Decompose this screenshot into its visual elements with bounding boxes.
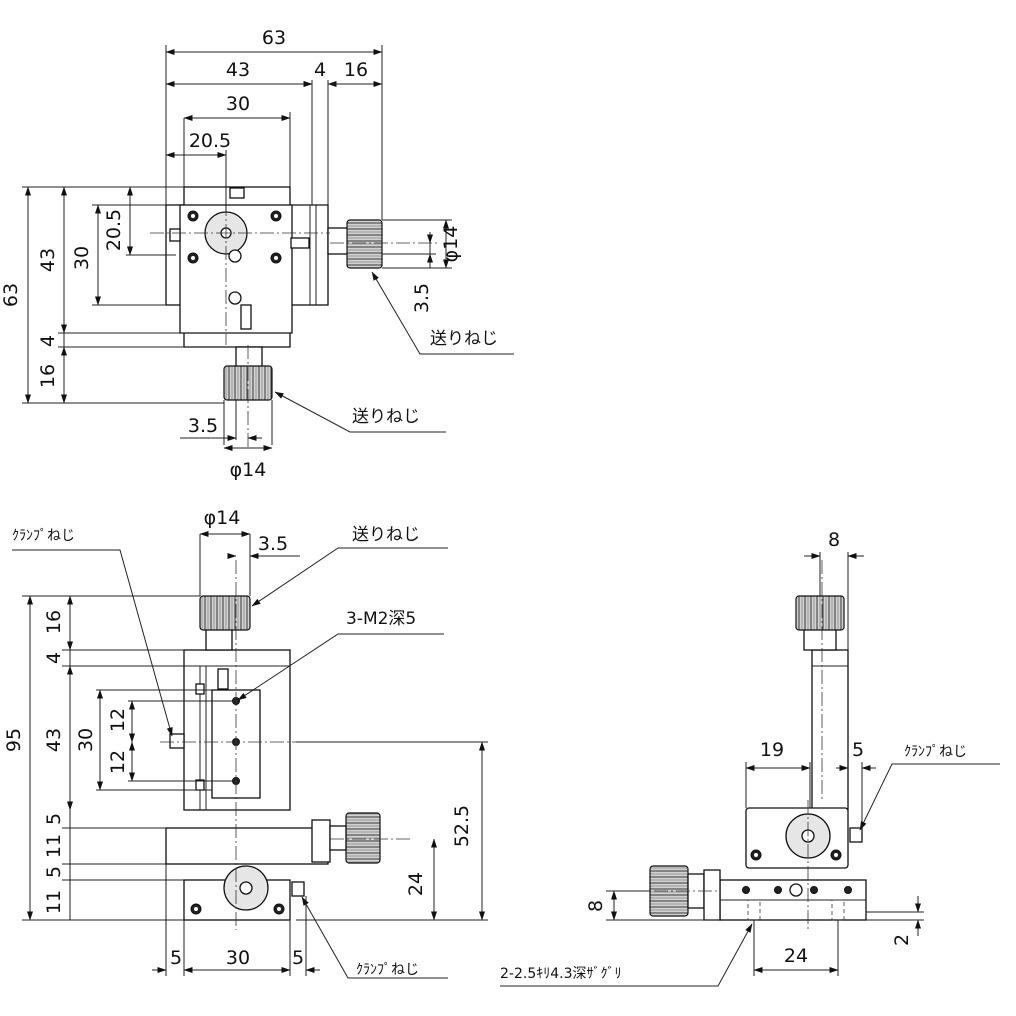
- front-dim-95: 95: [3, 728, 25, 752]
- side-label-clamp: ｸﾗﾝﾌﾟねじ: [904, 744, 967, 760]
- front-clamp-screw-bottom: [291, 881, 305, 897]
- top-right-knob-shaft: [327, 227, 349, 255]
- side-dim-8-top: 8: [828, 529, 840, 551]
- side-view: 8 19 5 ｸﾗﾝﾌﾟねじ 8 2 24 2-2.5ｷﾘ4.3深ｻﾞｸﾞﾘ: [500, 529, 1000, 987]
- top-dim-h16: 16: [37, 364, 59, 388]
- top-dim-30: 30: [226, 93, 250, 115]
- top-dim-knob-offset-bottom: 3.5: [188, 415, 218, 437]
- top-view: 63 43 4 16 30 20.5 63 43 4 16 30: [0, 27, 514, 481]
- top-dim-h4: 4: [37, 335, 59, 347]
- side-dim-5: 5: [852, 739, 864, 761]
- front-label-clamp-bottom: ｸﾗﾝﾌﾟねじ: [356, 962, 419, 978]
- front-dim-knob-offset: 3.5: [258, 533, 288, 555]
- front-dim-12b: 12: [107, 750, 129, 774]
- front-lower-slide: [311, 819, 331, 863]
- front-dim-5a: 5: [43, 813, 65, 825]
- side-dim-24: 24: [784, 945, 808, 967]
- front-dim-11a: 11: [43, 834, 65, 858]
- front-dim-11b: 11: [43, 890, 65, 914]
- side-dim-19: 19: [760, 739, 784, 761]
- top-label-feed-screw-bottom: 送りねじ: [352, 407, 420, 427]
- front-dim-24: 24: [405, 872, 427, 896]
- top-dim-h20-5: 20.5: [103, 209, 125, 251]
- front-right-knob: [345, 812, 381, 864]
- top-dim-43: 43: [226, 59, 250, 81]
- front-dim-knob-diameter: φ14: [204, 507, 241, 529]
- front-dim-4: 4: [43, 652, 65, 664]
- front-label-tapped-holes: 3-M2深5: [346, 609, 416, 629]
- side-top-knob: [795, 595, 845, 631]
- front-view: φ14 3.5 送りねじ 3-M2深5 ｸﾗﾝﾌﾟねじ ｸﾗﾝﾌﾟねじ 95 1…: [3, 507, 488, 979]
- front-dim-43: 43: [43, 728, 65, 752]
- top-dim-16: 16: [344, 59, 368, 81]
- front-label-clamp-top: ｸﾗﾝﾌﾟねじ: [12, 528, 75, 544]
- front-clamp-screw-left: [169, 733, 185, 749]
- top-label-feed-screw-right: 送りねじ: [430, 329, 498, 349]
- top-dim-knob-diameter: φ14: [440, 226, 462, 263]
- top-dim-h43: 43: [37, 248, 59, 272]
- top-dim-h63: 63: [0, 283, 22, 307]
- front-dim-5b: 5: [43, 866, 65, 878]
- side-top-knob-shaft: [803, 627, 837, 651]
- top-dim-20-5: 20.5: [189, 130, 231, 152]
- front-top-knob: [199, 595, 251, 631]
- side-clamp-screw: [849, 827, 863, 843]
- side-base-holes: [742, 883, 852, 897]
- top-dim-knob-diameter-bottom: φ14: [230, 459, 267, 481]
- front-dim-12a: 12: [107, 708, 129, 732]
- top-right-knob: [346, 219, 383, 269]
- side-dim-2: 2: [891, 934, 913, 946]
- top-clamp-screw: [229, 187, 245, 199]
- side-label-counterbore: 2-2.5ｷﾘ4.3深ｻﾞｸﾞﾘ: [500, 966, 622, 982]
- top-dim-63: 63: [262, 27, 286, 49]
- front-dim-h5-right: 5: [292, 947, 304, 969]
- side-dim-8-left: 8: [585, 900, 607, 912]
- front-dim-30: 30: [75, 728, 97, 752]
- front-dim-52-5: 52.5: [451, 805, 473, 847]
- top-dim-4: 4: [314, 59, 326, 81]
- top-dim-knob-offset-right: 3.5: [411, 283, 433, 313]
- top-corner-screws: [187, 210, 282, 264]
- side-column: [811, 649, 849, 811]
- front-dim-16: 16: [43, 610, 65, 634]
- front-dim-h5-left: 5: [170, 947, 182, 969]
- front-lower-stage: [165, 827, 329, 865]
- front-top-knob-shaft: [205, 627, 233, 651]
- front-dim-h30: 30: [226, 947, 250, 969]
- top-dim-h30: 30: [71, 246, 93, 270]
- front-label-feed-screw: 送りねじ: [352, 525, 420, 545]
